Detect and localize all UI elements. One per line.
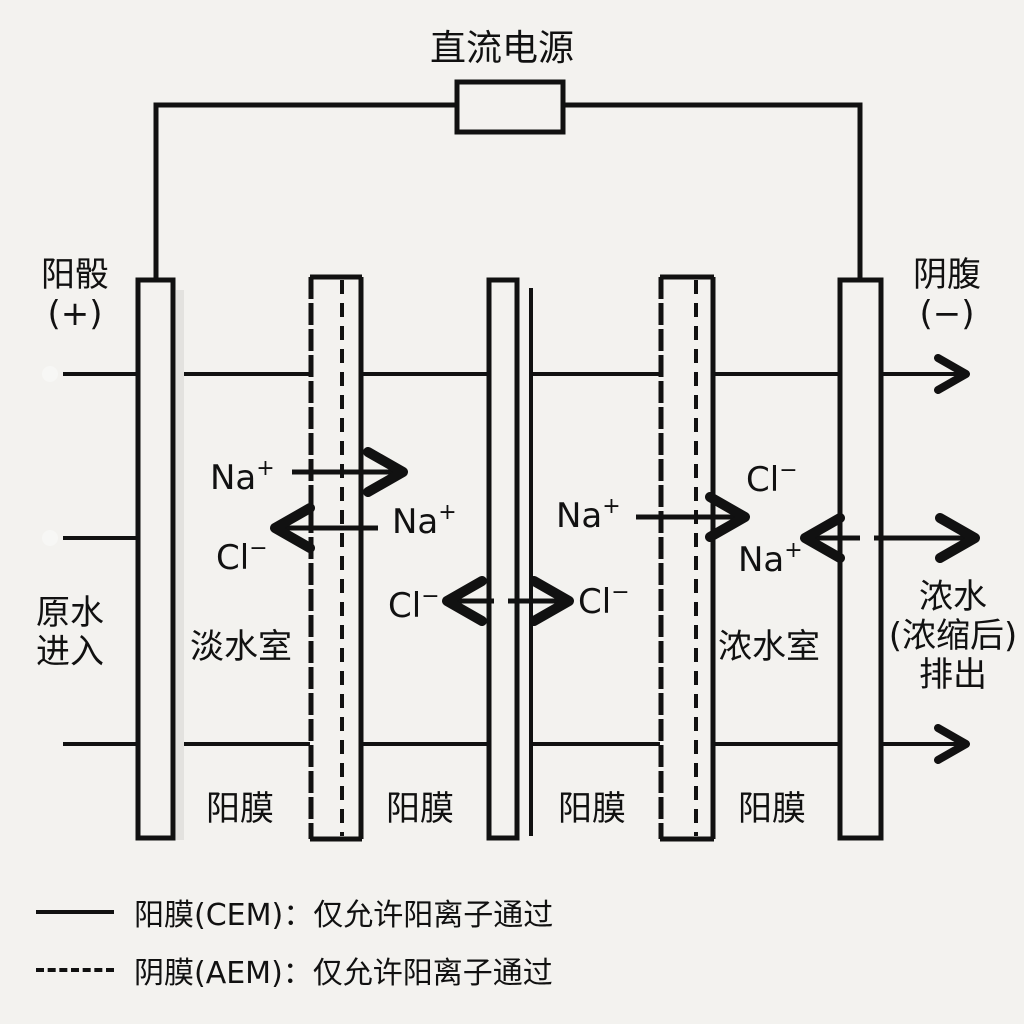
- anode-electrode: [135, 277, 176, 841]
- ion-symbol: Cl: [578, 582, 612, 622]
- cathode-label: 阴腹 (−): [902, 255, 992, 335]
- membrane-label-1: 阳膜: [206, 789, 274, 829]
- anode-shadow: [176, 290, 184, 840]
- ion-na-right-mid: Na+: [738, 538, 803, 580]
- membrane-1: [308, 274, 364, 842]
- ion-na-left-mid: Na+: [392, 500, 457, 542]
- anode-name: 阳骰: [41, 255, 109, 295]
- anode-sign: (+): [47, 294, 103, 335]
- anode-label: 阳骰 (+): [30, 255, 120, 335]
- ion-charge: +: [438, 500, 457, 525]
- ion-symbol: Na: [392, 502, 439, 542]
- ion-symbol: Cl: [746, 460, 780, 500]
- ion-na-left-top: Na+: [210, 456, 275, 498]
- inlet-port-middle: [42, 530, 58, 546]
- outlet-label: 浓水 (浓缩后) 排出: [878, 577, 1024, 696]
- membrane-label-4: 阳膜: [738, 789, 806, 829]
- power-supply-label: 直流电源: [430, 28, 575, 69]
- dashed-line-swatch: [36, 968, 114, 972]
- ion-cl-center-right: Cl−: [578, 580, 630, 622]
- ion-cl-left: Cl−: [216, 536, 268, 578]
- ion-charge: −: [249, 536, 268, 561]
- ion-charge: +: [256, 456, 275, 481]
- ion-symbol: Na: [556, 496, 603, 536]
- legend-item-aem: 阴膜(AEM)：仅允许阳离子通过: [36, 948, 553, 992]
- ion-charge: −: [611, 580, 630, 605]
- ion-charge: +: [602, 494, 621, 519]
- ion-charge: −: [779, 458, 798, 483]
- ion-symbol: Na: [210, 458, 257, 498]
- outlet-label-line2: (浓缩后): [888, 616, 1018, 657]
- membrane-label-2: 阳膜: [386, 789, 454, 829]
- legend-text-aem: 阴膜(AEM)：仅允许阳离子通过: [134, 956, 553, 991]
- cathode-electrode: [837, 277, 884, 841]
- ion-symbol: Cl: [388, 586, 422, 626]
- cathode-sign: (−): [919, 294, 975, 335]
- ion-symbol: Cl: [216, 538, 250, 578]
- outlet-label-line1: 浓水: [919, 577, 987, 617]
- legend-item-cem: 阳膜(CEM)：仅允许阳离子通过: [36, 890, 553, 934]
- membrane-3: [658, 274, 716, 842]
- dc-power-supply-box: [454, 79, 566, 135]
- ion-symbol: Na: [738, 540, 785, 580]
- ion-charge: +: [784, 538, 803, 563]
- outlet-label-line3: 排出: [919, 655, 987, 696]
- ion-cl-center-left: Cl−: [388, 584, 440, 626]
- inlet-label-line2: 进入: [36, 632, 104, 673]
- power-circuit-wire: [153, 102, 863, 280]
- concentrate-chamber-label: 浓水室: [718, 627, 820, 667]
- dilute-chamber-label: 淡水室: [190, 627, 292, 667]
- membrane-2: [486, 277, 533, 841]
- membrane-label-3: 阳膜: [558, 789, 626, 829]
- solid-line-swatch: [36, 910, 114, 914]
- ion-na-right-top: Na+: [556, 494, 621, 536]
- inlet-port-top: [42, 366, 58, 382]
- ion-charge: −: [421, 584, 440, 609]
- inlet-label: 原水 进入: [36, 593, 104, 673]
- ion-cl-right-top: Cl−: [746, 458, 798, 500]
- legend-text-cem: 阳膜(CEM)：仅允许阳离子通过: [134, 898, 554, 933]
- cathode-name: 阴腹: [913, 255, 981, 295]
- inlet-label-line1: 原水: [36, 593, 104, 633]
